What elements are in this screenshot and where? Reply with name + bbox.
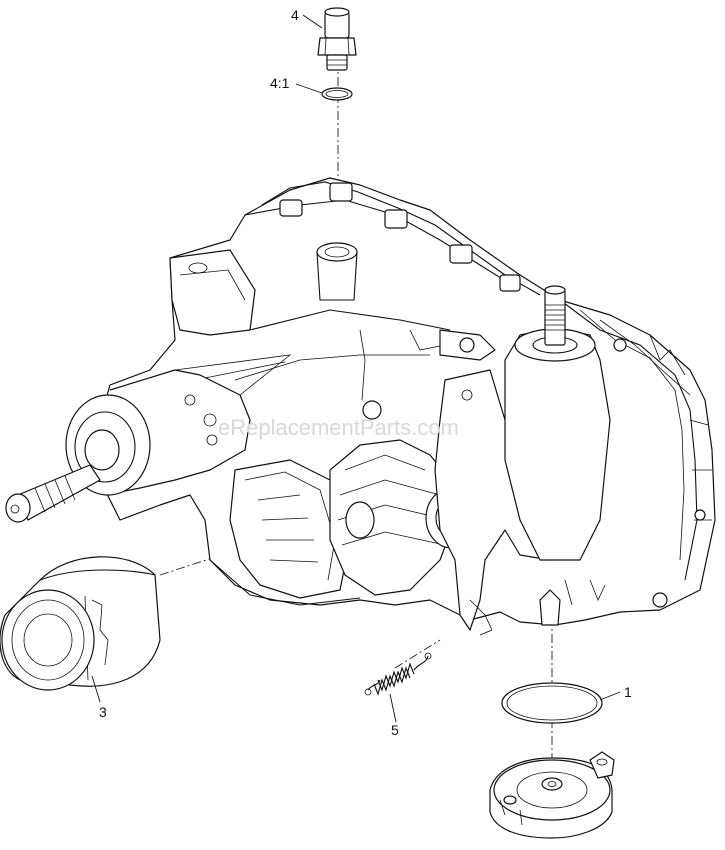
callout-leaders	[91, 14, 621, 723]
part-1-o-ring[interactable]	[501, 682, 603, 724]
callout-1: 1	[624, 684, 632, 700]
part-4-fitting[interactable]	[317, 7, 357, 71]
callout-4: 4	[291, 7, 299, 23]
part-3-oil-filter[interactable]	[0, 556, 161, 691]
callout-4-1: 4:1	[270, 75, 290, 91]
axle-shaft[interactable]	[5, 354, 292, 523]
part-5-spring[interactable]	[364, 652, 432, 696]
watermark-text: eReplacementParts.com	[218, 415, 459, 440]
callout-3: 3	[99, 704, 107, 720]
callout-labels: 4 4:1 1 3 5	[99, 7, 632, 738]
transaxle-housing[interactable]	[94, 177, 716, 636]
part-4-1-o-ring[interactable]	[321, 87, 353, 101]
filter-base-cover[interactable]	[489, 751, 615, 839]
callout-5: 5	[391, 722, 399, 738]
